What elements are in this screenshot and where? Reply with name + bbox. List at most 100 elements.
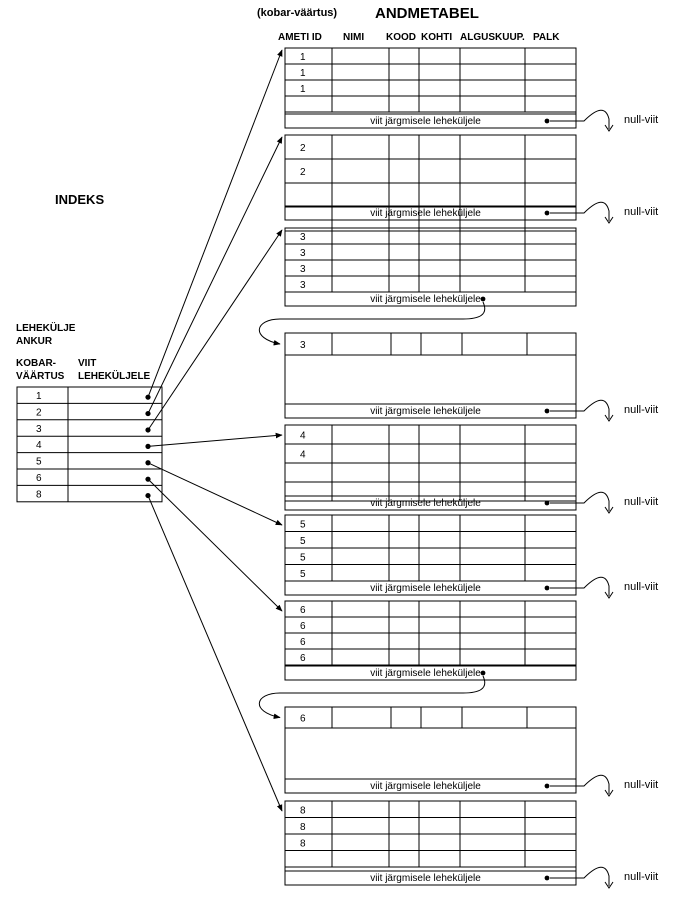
record-ameti-id: 6 [300,637,306,648]
index-key: 8 [36,489,42,500]
index-key: 3 [36,424,42,435]
data-page: 4 4 viit järgmisele leheküljele null-viit [284,424,658,514]
null-pointer-curve [550,399,610,419]
page-frame [284,134,577,221]
record-ameti-id: 5 [300,569,306,580]
null-pointer-arrowhead [604,881,614,889]
record-ameti-id: 4 [300,431,306,442]
index-pointers [147,49,283,812]
index-pointer-arrow [147,478,283,612]
record-ameti-id: 1 [300,68,306,79]
null-pointer-curve [550,109,610,129]
key-header-line1: KOBAR- [16,358,56,369]
next-page-dot [544,500,550,506]
table-title: ANDMETABEL [375,5,479,22]
next-page-dot [544,585,550,591]
null-pointer-arrowhead [604,216,614,224]
col-header-kood: KOOD [386,32,416,43]
anchor-label-line1: LEHEKÜLJE [16,321,76,334]
next-page-pointer-label: viit järgmisele leheküljele [370,668,481,679]
next-page-dot [544,118,550,124]
page-frame [284,227,577,307]
page-frame [284,800,577,886]
index-pointer-arrow [147,229,283,431]
page-frame [284,600,577,681]
index-heading: INDEKS [55,192,104,207]
null-pointer-curve [550,774,610,794]
index-frame [16,386,163,503]
record-ameti-id: 2 [300,167,306,178]
null-pointer-arrowhead [604,414,614,422]
index-pointer-arrow [147,495,283,812]
null-pointer-curve [550,201,610,221]
col-header-alguskuup: ALGUSKUUP. [460,32,525,43]
null-pointer-label: null-viit [624,779,658,791]
pointer-header-line2: LEHEKÜLJELE [78,369,151,382]
null-pointer-label: null-viit [624,114,658,126]
record-ameti-id: 1 [300,52,306,63]
next-page-pointer-label: viit järgmisele leheküljele [370,294,481,305]
null-pointer-curve [550,866,610,886]
record-ameti-id: 6 [300,605,306,616]
key-header-line2: VÄÄRTUS [16,369,65,382]
page-frame [284,47,577,129]
record-ameti-id: 4 [300,450,306,461]
pointer-header-line1: VIIT [78,358,96,369]
index-pointer-arrow [147,462,283,526]
col-header-palk: PALK [533,32,560,43]
index-pointer-arrow [147,136,283,414]
cluster-value-note: (kobar-väärtus) [257,7,337,19]
data-pages: 1 1 1 viit järgmisele leheküljele null-viit 2… [284,47,658,889]
record-ameti-id: 5 [300,552,306,563]
page-frame [284,514,577,596]
record-ameti-id: 6 [300,653,306,664]
record-ameti-id: 3 [300,280,306,291]
data-page: 1 1 1 viit järgmisele leheküljele null-viit [284,47,658,132]
next-page-dot [480,296,486,302]
anchor-label-line2: ANKUR [16,336,53,347]
next-page-dot [480,670,486,676]
null-pointer-arrowhead [604,789,614,797]
page-chain-links [258,301,486,720]
next-page-dot [544,783,550,789]
null-pointer-label: null-viit [624,871,658,883]
null-pointer-arrowhead [604,591,614,599]
next-page-dot [544,875,550,881]
null-pointer-arrowhead [604,506,614,514]
next-page-pointer-label: viit järgmisele leheküljele [370,116,481,127]
null-pointer-label: null-viit [624,404,658,416]
next-page-pointer-label: viit järgmisele leheküljele [370,873,481,884]
null-pointer-label: null-viit [624,206,658,218]
record-ameti-id: 6 [300,714,306,725]
col-header-nimi: NIMI [343,32,364,43]
next-page-dot [544,210,550,216]
next-page-chain-arrow [258,675,486,720]
index-key: 1 [36,391,42,402]
page-frame [284,424,577,511]
record-ameti-id: 5 [300,536,306,547]
next-page-chain-arrow [258,301,486,346]
next-page-pointer-label: viit järgmisele leheküljele [370,498,481,509]
record-ameti-id: 3 [300,264,306,275]
null-pointer-label: null-viit [624,496,658,508]
next-page-pointer-label: viit järgmisele leheküljele [370,781,481,792]
next-page-pointer-label: viit järgmisele leheküljele [370,583,481,594]
null-pointer-curve [550,491,610,511]
record-ameti-id: 5 [300,519,306,530]
record-ameti-id: 1 [300,84,306,95]
column-headers: AMETI ID NIMI KOOD KOHTI ALGUSKUUP. PALK [278,32,560,43]
record-ameti-id: 8 [300,838,306,849]
index-key: 6 [36,473,42,484]
null-pointer-curve [550,576,610,596]
next-page-pointer-label: viit järgmisele leheküljele [370,208,481,219]
index-key: 4 [36,440,42,451]
col-header-kohti: KOHTI [421,32,452,43]
